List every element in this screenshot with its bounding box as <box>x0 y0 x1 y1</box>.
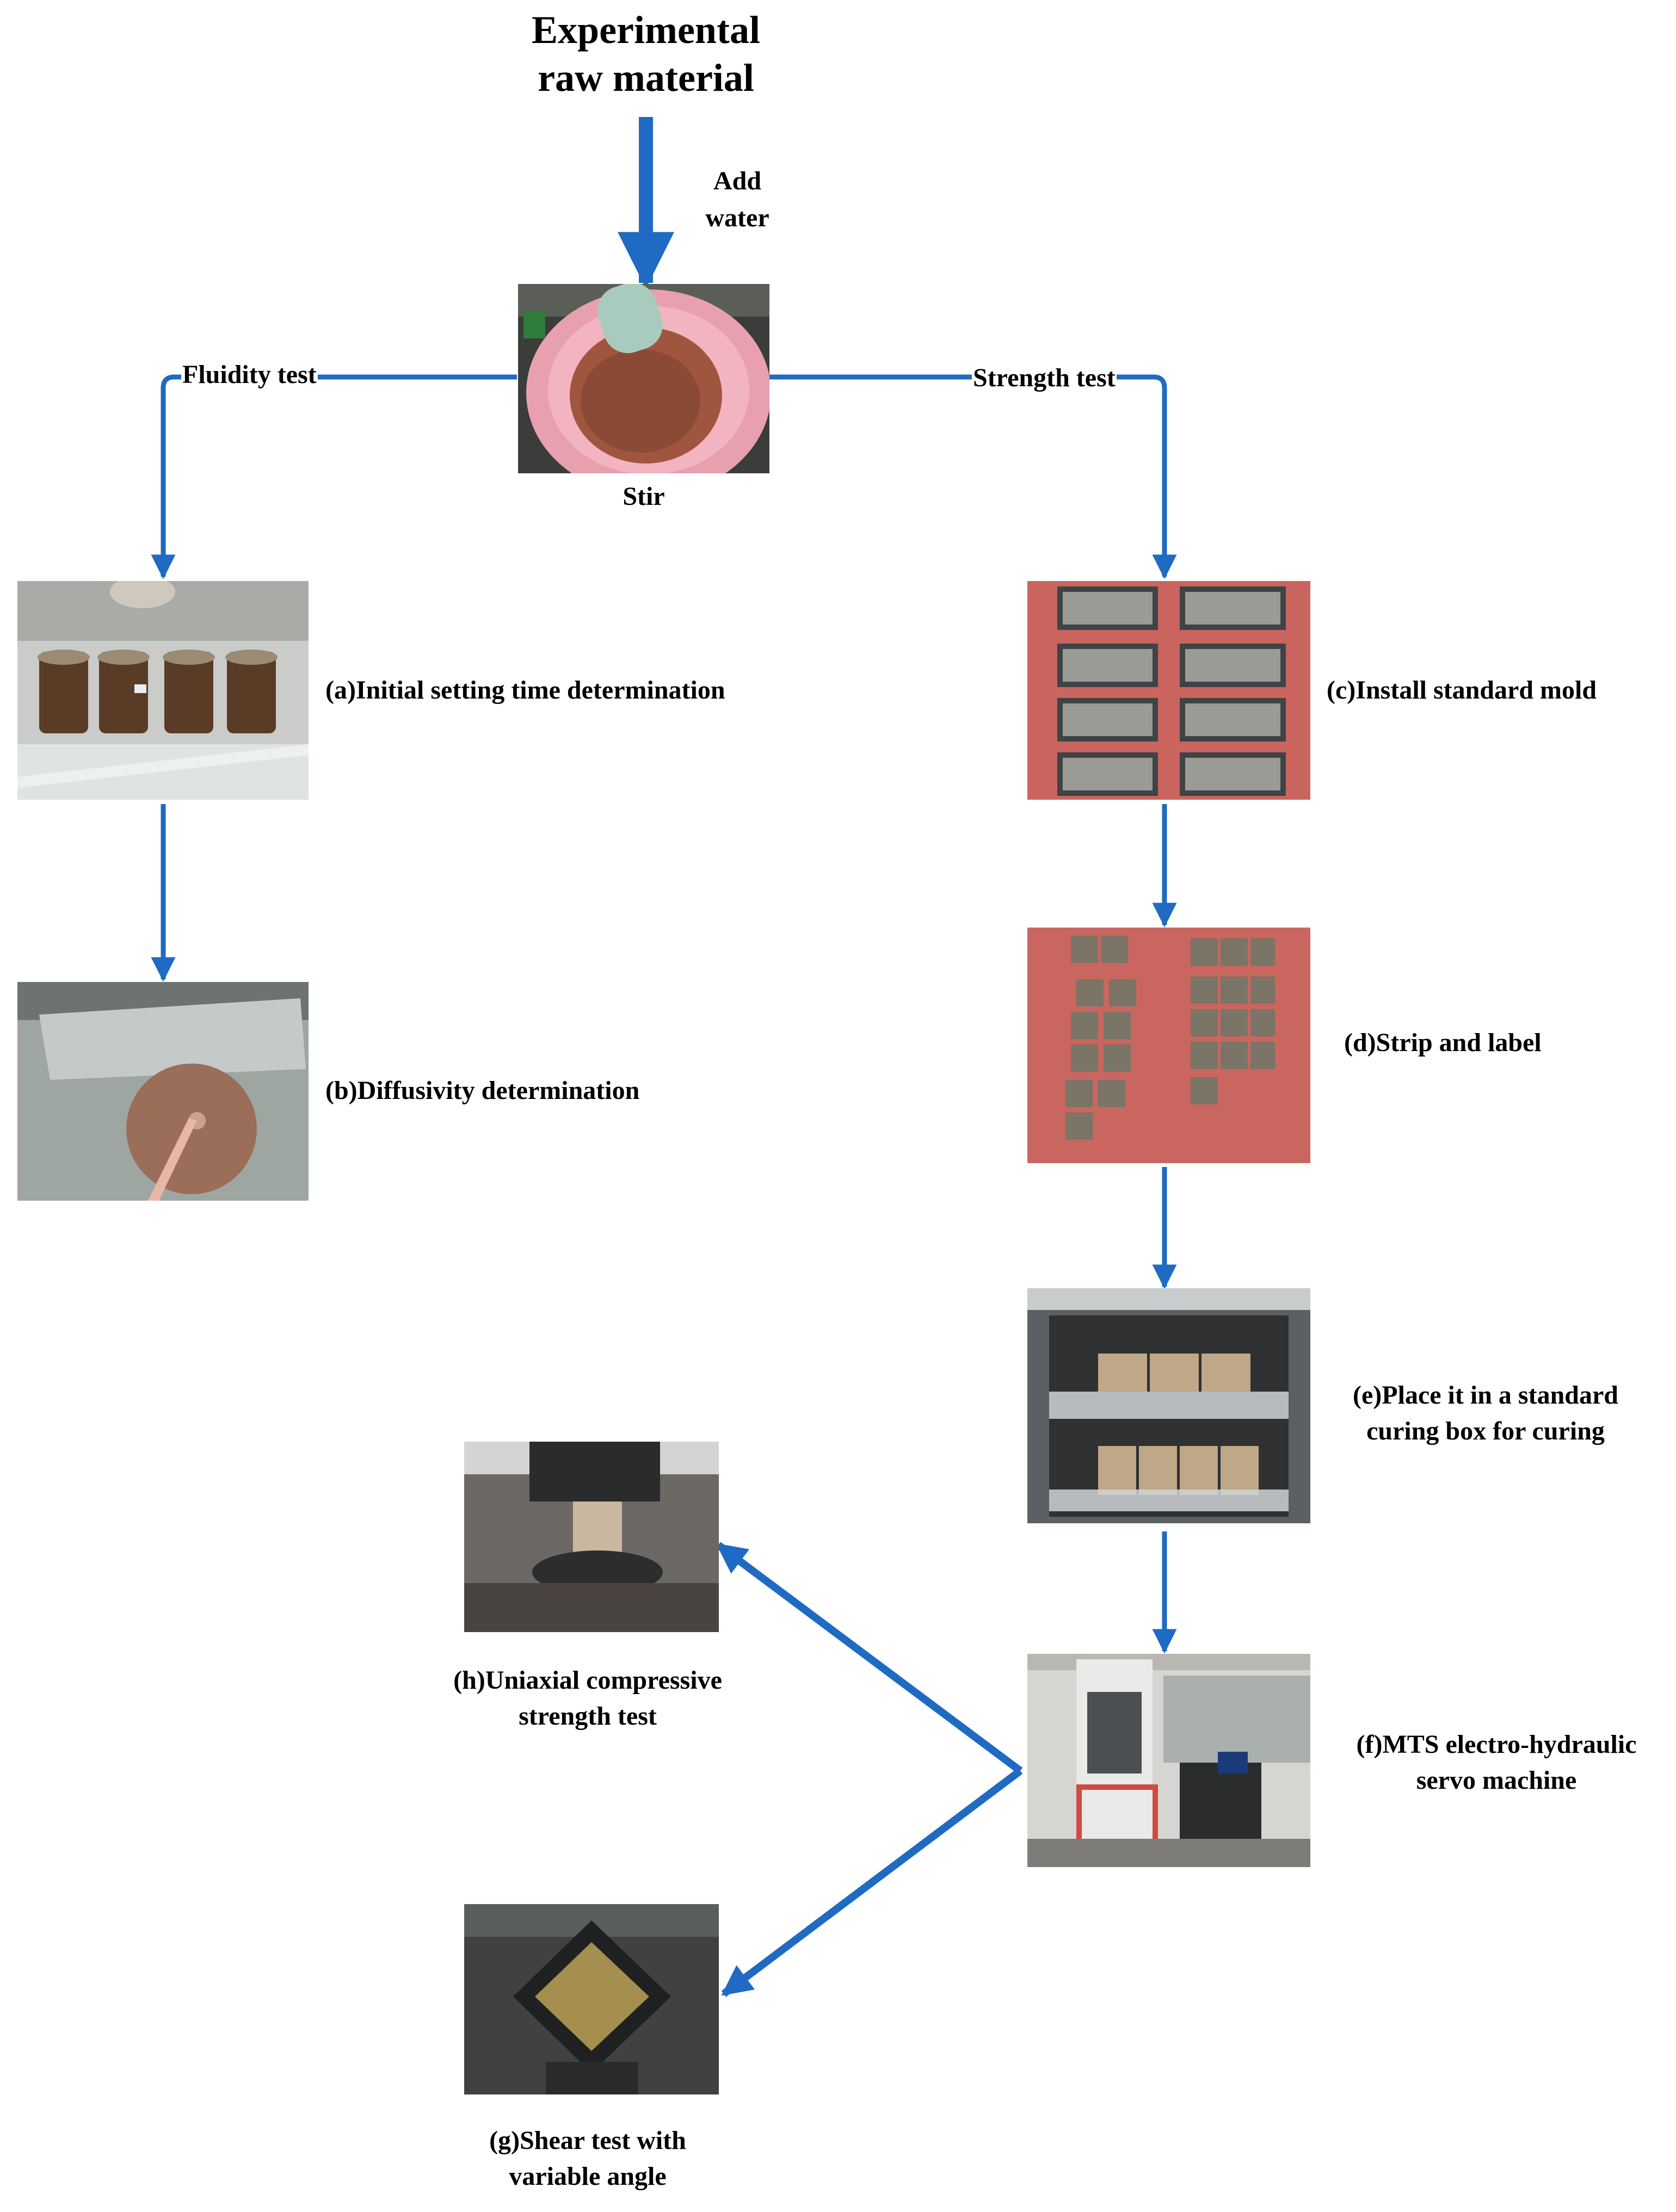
strip-label-photo <box>1027 928 1310 1163</box>
uniaxial-test-photo <box>464 1442 719 1632</box>
arrow-f-to-g <box>721 1768 1023 1997</box>
title-line1: Experimental <box>532 8 760 52</box>
label-h-line1: (h)Uniaxial compressive <box>453 1666 722 1695</box>
stir-photo <box>518 284 769 473</box>
label-b: (b)Diffusivity determination <box>325 1076 640 1105</box>
label-f-line2: servo machine <box>1416 1766 1577 1795</box>
initial-setting-photo <box>17 581 309 800</box>
connector-strength <box>769 374 1177 579</box>
connector-fluidity <box>151 374 517 579</box>
label-f-line1: (f)MTS electro-hydraulic <box>1356 1730 1637 1759</box>
label-g-line2: variable angle <box>509 2162 667 2191</box>
arrow-f-to-h <box>716 1542 1023 1774</box>
mts-machine-photo <box>1027 1654 1310 1867</box>
title-line2: raw material <box>538 56 754 100</box>
add-water-line2: water <box>705 203 769 232</box>
label-a: (a)Initial setting time determination <box>325 676 725 705</box>
label-g-line1: (g)Shear test with <box>489 2126 686 2155</box>
label-c: (c)Install standard mold <box>1327 676 1597 705</box>
label-e-line1: (e)Place it in a standard <box>1353 1381 1618 1410</box>
add-water-line1: Add <box>713 166 762 195</box>
strength-test-label: Strength test <box>972 360 1117 396</box>
label-h-line2: strength test <box>519 1702 657 1731</box>
diffusivity-photo <box>17 982 309 1201</box>
label-d: (d)Strip and label <box>1344 1028 1542 1057</box>
fluidity-test-label: Fluidity test <box>181 357 318 393</box>
curing-box-photo <box>1027 1288 1310 1523</box>
shear-test-photo <box>464 1904 719 2094</box>
label-e-line2: curing box for curing <box>1366 1417 1605 1445</box>
stir-label: Stir <box>623 482 665 511</box>
standard-mold-photo <box>1027 581 1310 800</box>
